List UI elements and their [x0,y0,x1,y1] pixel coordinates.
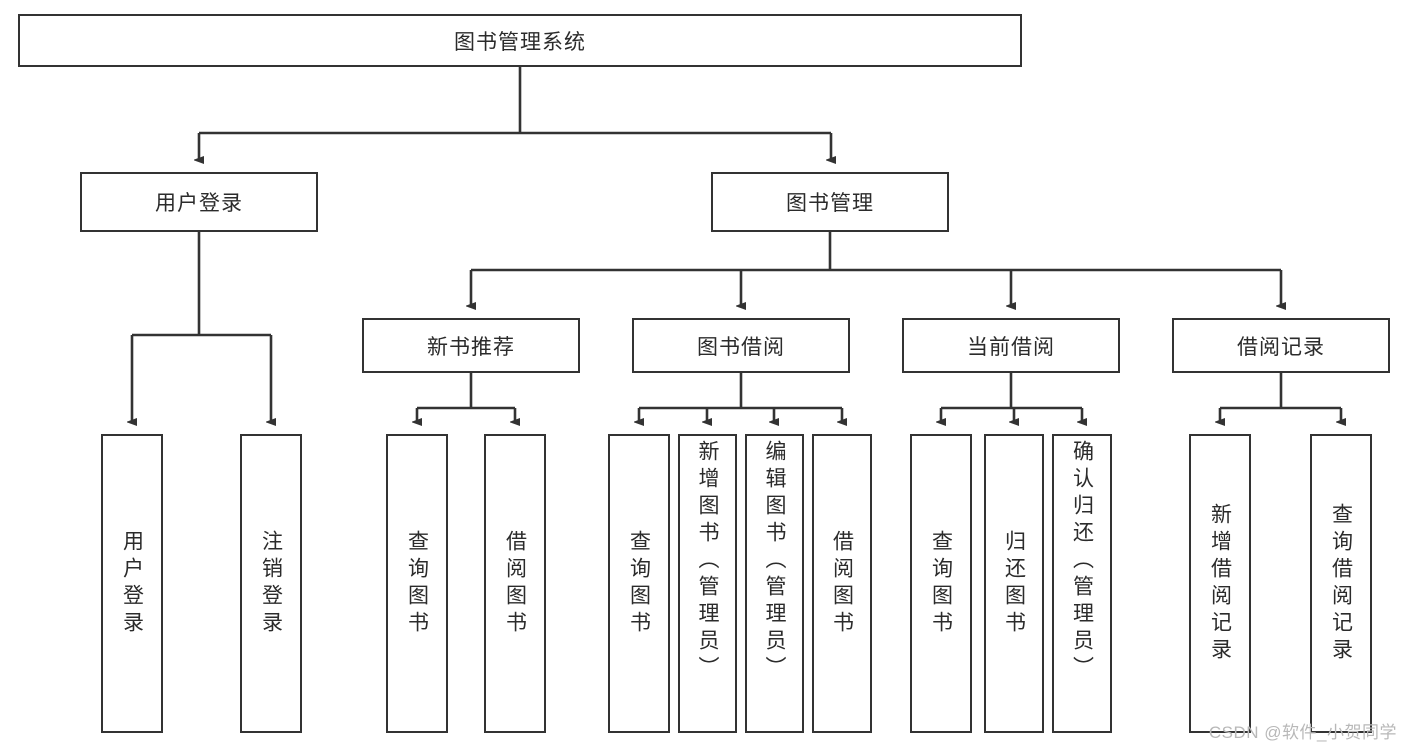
node-current-borrow[interactable]: 当前借阅 [902,318,1120,373]
leaf-add-record-label: 新增借阅记录 [1208,502,1232,665]
leaf-user-login[interactable]: 用户登录 [101,434,163,733]
leaf-add-book-label: 新增图书（管理员） [696,440,719,683]
leaf-query-book-2-label: 查询图书 [627,529,651,638]
node-book-manage[interactable]: 图书管理 [711,172,949,232]
leaf-user-login-label: 用户登录 [120,529,144,638]
node-root[interactable]: 图书管理系统 [18,14,1022,67]
leaf-add-book[interactable]: 新增图书（管理员） [678,434,737,733]
node-user-login-label: 用户登录 [155,192,243,215]
leaf-query-book-3[interactable]: 查询图书 [910,434,972,733]
leaf-query-record-label: 查询借阅记录 [1329,502,1353,665]
leaf-borrow-book-2[interactable]: 借阅图书 [812,434,872,733]
node-book-manage-label: 图书管理 [786,192,874,215]
node-current-borrow-label: 当前借阅 [967,335,1055,359]
leaf-logout[interactable]: 注销登录 [240,434,302,733]
leaf-edit-book-label: 编辑图书（管理员） [763,440,786,683]
leaf-return-book[interactable]: 归还图书 [984,434,1044,733]
leaf-return-book-label: 归还图书 [1002,529,1026,638]
leaf-borrow-book-2-label: 借阅图书 [830,529,854,638]
leaf-query-book-3-label: 查询图书 [929,529,953,638]
node-user-login[interactable]: 用户登录 [80,172,318,232]
leaf-logout-label: 注销登录 [259,529,283,638]
leaf-query-book-1[interactable]: 查询图书 [386,434,448,733]
leaf-edit-book[interactable]: 编辑图书（管理员） [745,434,804,733]
node-new-book-recommend[interactable]: 新书推荐 [362,318,580,373]
leaf-query-book-2[interactable]: 查询图书 [608,434,670,733]
leaf-borrow-book-1-label: 借阅图书 [503,529,527,638]
leaf-add-record[interactable]: 新增借阅记录 [1189,434,1251,733]
leaf-confirm-return[interactable]: 确认归还（管理员） [1052,434,1112,733]
node-borrow-record[interactable]: 借阅记录 [1172,318,1390,373]
leaf-query-book-1-label: 查询图书 [405,529,429,638]
node-borrow-record-label: 借阅记录 [1237,335,1325,359]
leaf-borrow-book-1[interactable]: 借阅图书 [484,434,546,733]
node-root-label: 图书管理系统 [454,30,586,54]
leaf-confirm-return-label: 确认归还（管理员） [1070,440,1094,683]
leaf-query-record[interactable]: 查询借阅记录 [1310,434,1372,733]
node-new-book-recommend-label: 新书推荐 [427,335,515,359]
node-book-borrow-label: 图书借阅 [697,335,785,359]
node-book-borrow[interactable]: 图书借阅 [632,318,850,373]
watermark: CSDN @软件_小贺同学 [1208,723,1397,742]
